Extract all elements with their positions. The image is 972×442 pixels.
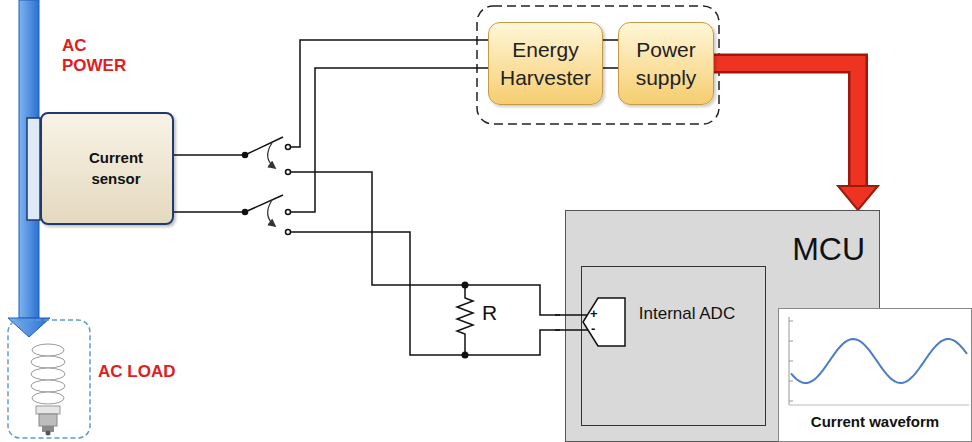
- switch-symbol: [245, 137, 283, 155]
- wire: [603, 39, 618, 41]
- input-polarity: +: [590, 306, 598, 322]
- resistor-symbol: [457, 282, 473, 359]
- power-arrow: [714, 64, 878, 211]
- waveform-plot: [789, 321, 793, 322]
- adc-input-symbol: [583, 298, 625, 346]
- resistor-symbol: [457, 285, 473, 355]
- waveform-plot: [789, 401, 793, 402]
- power-label: AC POWER: [62, 36, 120, 77]
- switch-symbol: [286, 230, 291, 235]
- switch-symbol: [286, 145, 291, 150]
- wire: [603, 67, 618, 69]
- module-dashed-outline: [477, 6, 719, 124]
- load-bulb: [8, 320, 90, 438]
- switch-symbol: [245, 195, 283, 212]
- harvester-box: Energy Harvester: [488, 22, 603, 105]
- node-text: Internal ADC: [637, 303, 737, 326]
- node-text: Current sensor: [76, 148, 156, 189]
- ac-power-arrow: [19, 0, 39, 318]
- input-polarity: -: [591, 321, 595, 337]
- power-supply-box: Power supply: [618, 22, 714, 105]
- waveform-plot: [789, 361, 793, 362]
- waveform-plot: [791, 339, 967, 383]
- sensor-core: [27, 118, 40, 220]
- wire: [290, 40, 488, 147]
- load-bulb: [31, 368, 65, 380]
- load-bulb: [32, 344, 64, 356]
- sensor-box: Current sensor: [40, 112, 174, 225]
- load-bulb: [36, 406, 60, 414]
- node-text: MCU: [566, 211, 879, 265]
- measurement-wire: [291, 172, 560, 355]
- load-bulb: [39, 414, 57, 426]
- waveform-plot: [789, 381, 793, 382]
- waveform-plot: [779, 309, 969, 409]
- wire: [174, 154, 245, 156]
- waveform-plot: [789, 341, 793, 342]
- switch-symbol: [268, 200, 275, 226]
- wire: [603, 40, 618, 68]
- waveform-plot: [789, 405, 969, 406]
- load-bulb: [32, 392, 64, 404]
- switch-symbol: [243, 137, 291, 235]
- switch-symbol: [286, 210, 291, 215]
- resistor-symbol: [462, 282, 469, 289]
- load-bulb: [31, 380, 65, 392]
- wire: [174, 211, 245, 213]
- resistor-symbol: [462, 352, 469, 359]
- node-text: Energy Harvester: [495, 36, 596, 91]
- measurement-wire: [291, 172, 560, 315]
- load-bulb: [8, 320, 90, 438]
- measurement-wire: [291, 232, 560, 355]
- wire: [290, 68, 488, 212]
- switch-symbol: [268, 143, 275, 168]
- load-label: AC LOAD: [98, 362, 175, 382]
- ac-power-arrow: [8, 318, 50, 337]
- adc-box: Internal ADC: [581, 266, 766, 426]
- load-bulb: [31, 356, 65, 368]
- waveform-panel: Current waveform: [778, 308, 972, 442]
- switch-symbol: [286, 170, 291, 175]
- wire: [174, 40, 488, 212]
- adc-input-symbol: [555, 315, 588, 330]
- power-arrow: [714, 64, 858, 189]
- resistor-label: R: [482, 300, 497, 325]
- load-bulb: [46, 431, 51, 436]
- power-arrow: [838, 186, 878, 210]
- power-arrow: [714, 64, 858, 189]
- node-text: Current waveform: [779, 413, 971, 430]
- node-text: Power supply: [625, 36, 707, 91]
